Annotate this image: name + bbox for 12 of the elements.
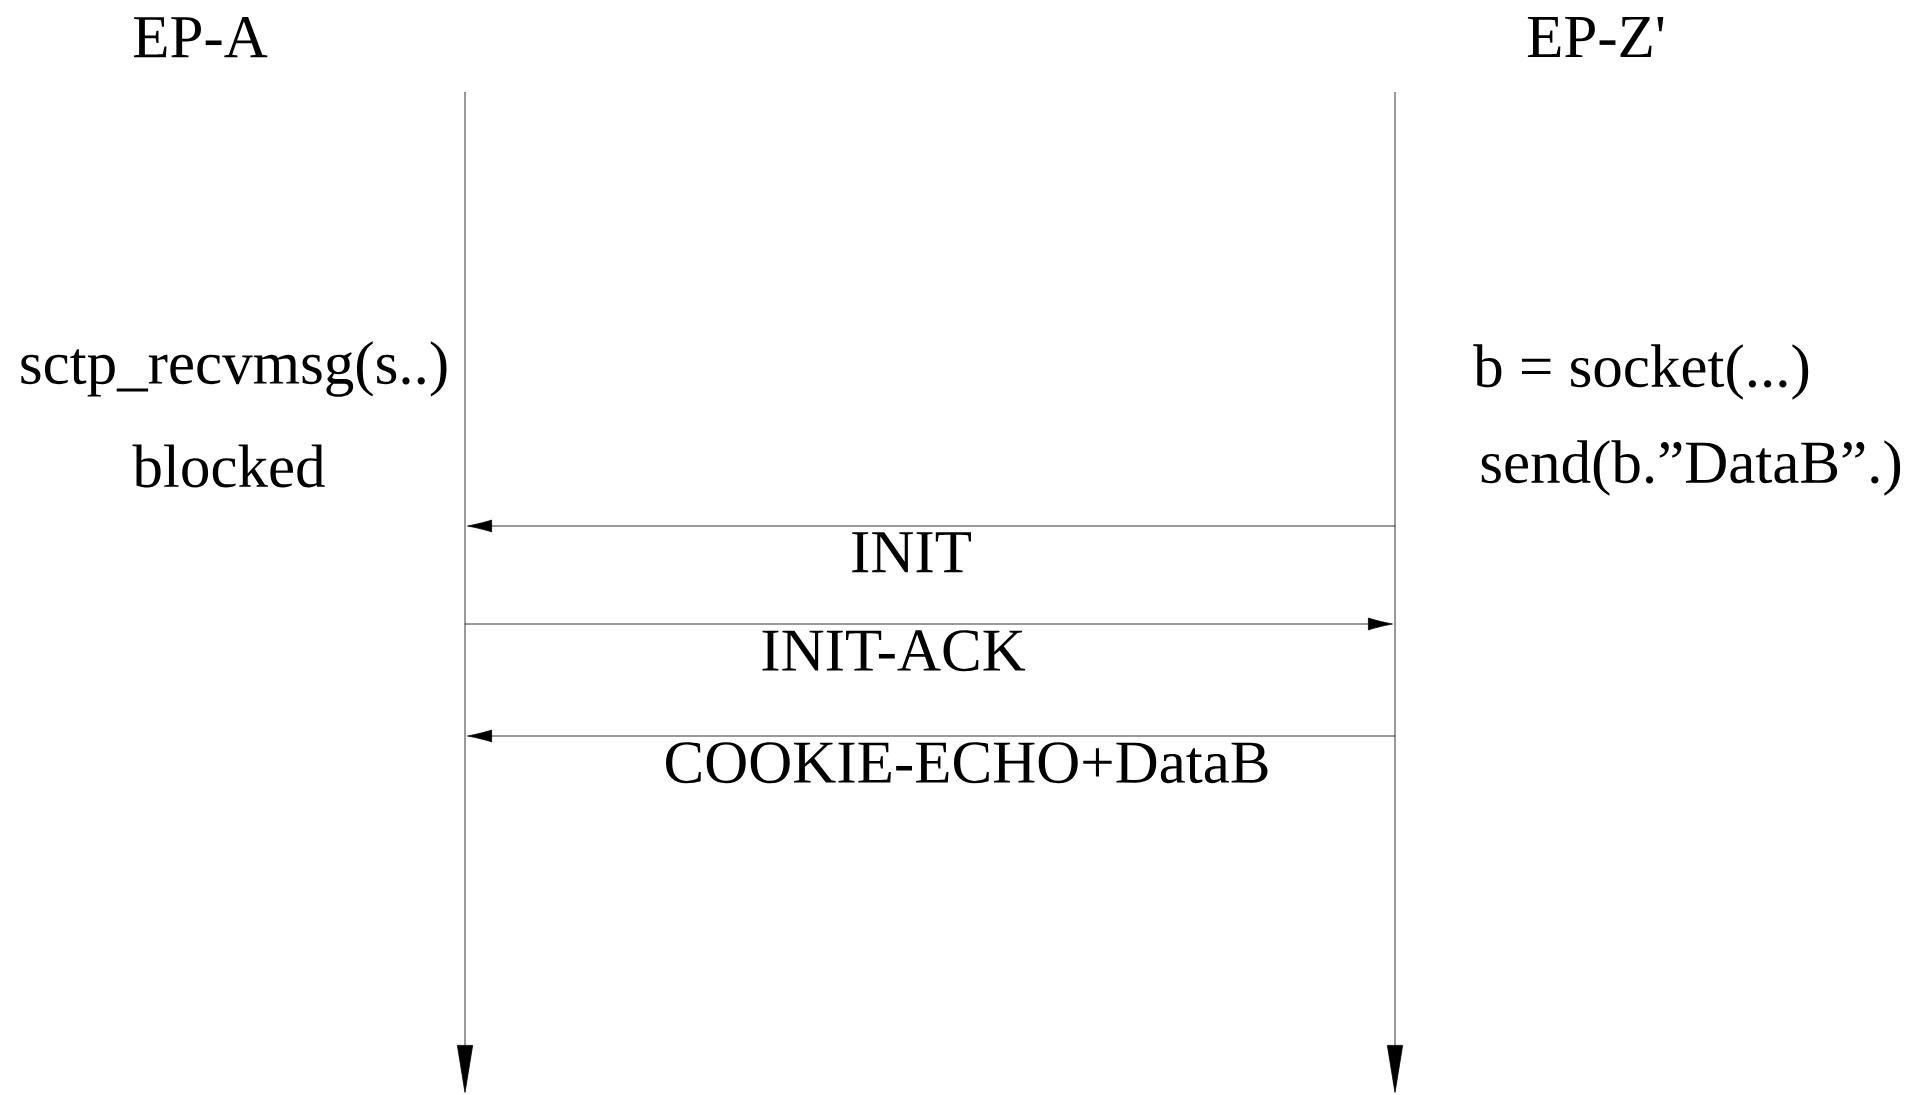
call-text: blocked	[132, 444, 325, 488]
call-text: sctp_recvmsg(s..)	[21, 341, 447, 397]
edge-label: COOKIE-ECHO+DataB	[662, 741, 1272, 785]
lifeline-label: EP-Z'	[1527, 17, 1664, 57]
edge-label: INIT	[849, 531, 973, 574]
call-text: send(b.”DataB”.)	[1481, 440, 1901, 496]
message-arrow	[464, 617, 1393, 631]
lifeline-label: EP-A	[134, 16, 268, 58]
edge-label: INIT-ACK	[759, 629, 1027, 673]
message-arrow	[467, 729, 1396, 743]
message-arrow	[467, 519, 1396, 533]
call-text: b = socket(...)	[1473, 344, 1809, 400]
